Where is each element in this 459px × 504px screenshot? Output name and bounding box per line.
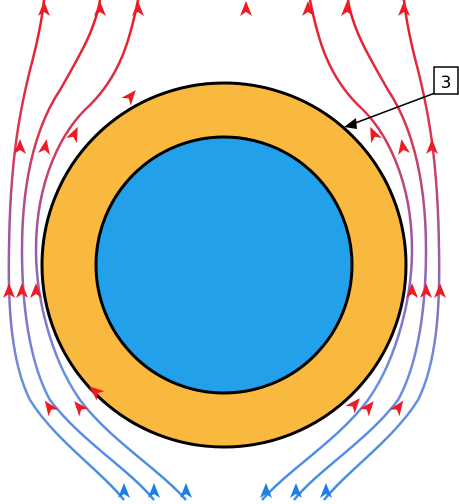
arrowhead-icon: [148, 483, 160, 498]
streamline-right-3: [261, 0, 414, 501]
arrowhead-icon: [74, 401, 89, 417]
arrowhead-icon: [398, 1, 410, 16]
arrowhead-icon: [302, 1, 314, 16]
arrowhead-icon: [44, 400, 59, 417]
arrowhead-icon: [3, 283, 15, 298]
arrowhead-icon: [420, 283, 432, 298]
arrowhead-icon: [359, 401, 374, 417]
arrowhead-icon: [426, 139, 438, 154]
arrowhead-icon: [38, 1, 50, 16]
arrowheads: [3, 1, 446, 498]
streamline-right-2: [293, 0, 428, 501]
arrowhead-icon: [30, 283, 42, 298]
arrowhead-icon: [89, 386, 105, 401]
arrowhead-icon: [118, 483, 130, 498]
arrowhead-icon: [320, 483, 332, 498]
arrowhead-icon: [132, 1, 144, 16]
arrowhead-icon: [180, 483, 192, 498]
arrowhead-icon: [16, 283, 28, 298]
arrowhead-icon: [66, 126, 78, 143]
callout: 3: [344, 66, 459, 129]
streamline-left-1: [7, 0, 125, 501]
callout-box: [433, 66, 459, 95]
streamline-left-3: [34, 0, 187, 501]
arrowhead-icon: [434, 283, 446, 298]
callout-leader: [349, 92, 436, 126]
arrowhead-icon: [94, 1, 106, 16]
arrowhead-icon: [38, 139, 50, 155]
arrowhead-icon: [121, 90, 136, 106]
callout-arrowhead-icon: [344, 118, 357, 129]
arrowhead-icon: [260, 483, 272, 498]
arrowhead-icon: [389, 400, 404, 417]
arrowhead-icon: [240, 1, 252, 16]
arrowhead-icon: [290, 483, 302, 498]
arrowhead-icon: [398, 139, 410, 155]
arrowhead-icon: [406, 283, 418, 298]
arrowhead-icon: [345, 398, 360, 414]
arrowhead-icon: [14, 139, 26, 154]
flow-lines: [7, 0, 441, 501]
streamline-left-2: [20, 0, 155, 501]
arrowhead-icon: [341, 1, 353, 16]
streamline-right-1: [323, 0, 441, 501]
inner-core: [94, 135, 354, 395]
callout-label: 3: [441, 73, 452, 93]
arrowhead-icon: [370, 126, 382, 143]
